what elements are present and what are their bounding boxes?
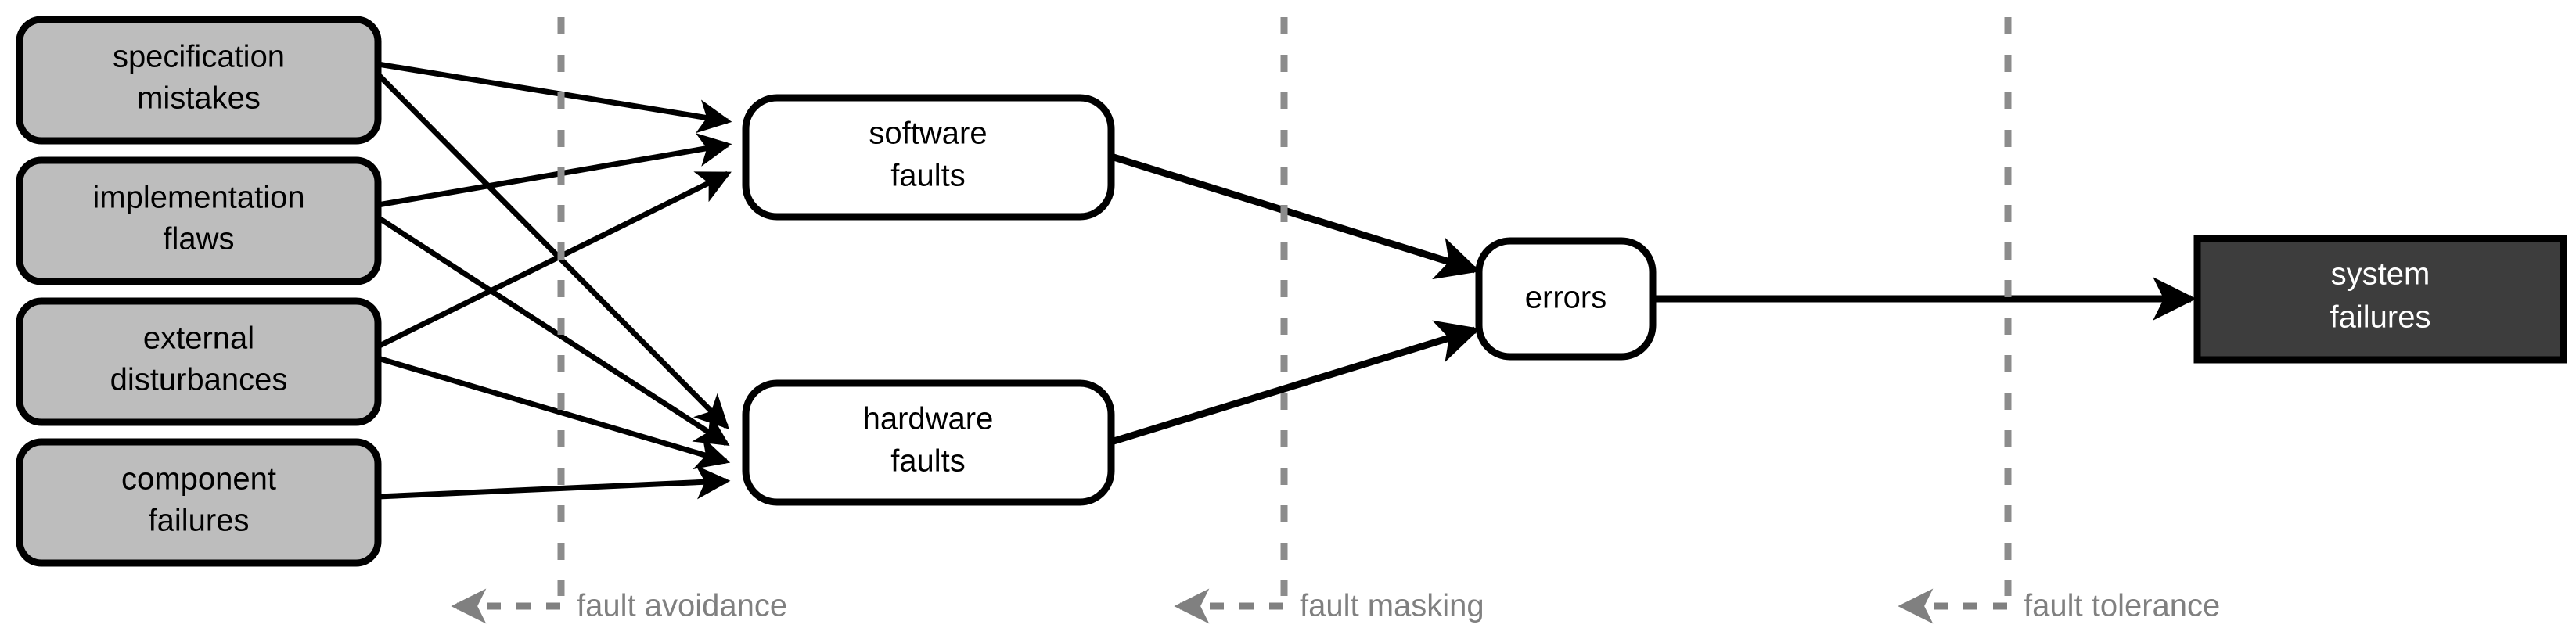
hardware-faults-label-line1: hardware (863, 402, 994, 436)
component-failures-box[interactable] (16, 438, 382, 567)
phase-legend-fault-avoidance[interactable]: fault avoidance (451, 588, 787, 624)
edge-spec-to-hardware (376, 72, 729, 429)
edge-external-to-software (376, 171, 732, 350)
hardware-faults-label-line2: faults (890, 444, 966, 479)
hardware-faults-box[interactable] (742, 379, 1115, 506)
external-disturbances-label-line2: disturbances (110, 363, 288, 397)
component-failures-label-line2: failures (149, 504, 250, 538)
system-failures-label-line1: system (2331, 257, 2430, 292)
implementation-flaws-label-line1: implementation (92, 181, 304, 215)
node-implementation-flaws[interactable]: implementation flaws (16, 156, 382, 285)
specification-mistakes-label-line1: specification (113, 40, 285, 74)
component-failures-label-line1: component (121, 462, 276, 497)
edge-external-to-hardware (377, 355, 731, 470)
edge-spec-to-software (377, 61, 732, 134)
edges-sources-to-faults (376, 61, 732, 500)
edge-impl-to-software (377, 133, 732, 208)
fault-masking-label: fault masking (1300, 589, 1484, 623)
node-errors[interactable]: errors (1475, 237, 1657, 361)
fault-nodes: software faults hardware faults (742, 94, 1115, 506)
phase-legend-fault-tolerance[interactable]: fault tolerance (1898, 588, 2220, 624)
node-system-failures[interactable]: system failures (2193, 235, 2567, 364)
specification-mistakes-box[interactable] (16, 16, 382, 145)
node-component-failures[interactable]: component failures (16, 438, 382, 567)
errors-box[interactable] (1475, 237, 1657, 361)
specification-mistakes-label-line2: mistakes (137, 81, 261, 116)
node-external-disturbances[interactable]: external disturbances (16, 297, 382, 426)
phase-legend-fault-masking[interactable]: fault masking (1174, 588, 1484, 624)
edge-hardware-to-errors (1110, 320, 1480, 446)
fault-avoidance-label: fault avoidance (577, 589, 787, 623)
external-disturbances-box[interactable] (16, 297, 382, 426)
implementation-flaws-box[interactable] (16, 156, 382, 285)
errors-label: errors (1525, 281, 1606, 315)
software-faults-label-line2: faults (890, 159, 966, 193)
system-failures-box[interactable] (2193, 235, 2567, 364)
source-nodes: specification mistakes implementation fl… (16, 16, 382, 567)
node-software-faults[interactable]: software faults (742, 94, 1115, 221)
edge-component-to-hardware (377, 465, 731, 500)
fault-tolerance-label: fault tolerance (2024, 589, 2220, 623)
implementation-flaws-label-line2: flaws (163, 222, 234, 257)
edges-faults-to-errors (1110, 153, 1480, 446)
edge-software-to-errors (1110, 153, 1480, 280)
software-faults-box[interactable] (742, 94, 1115, 221)
software-faults-label-line1: software (869, 117, 987, 151)
node-specification-mistakes[interactable]: specification mistakes (16, 16, 382, 145)
external-disturbances-label-line1: external (143, 321, 254, 356)
edge-impl-to-hardware (376, 215, 730, 446)
system-failures-label-line2: failures (2330, 300, 2431, 335)
node-hardware-faults[interactable]: hardware faults (742, 379, 1115, 506)
